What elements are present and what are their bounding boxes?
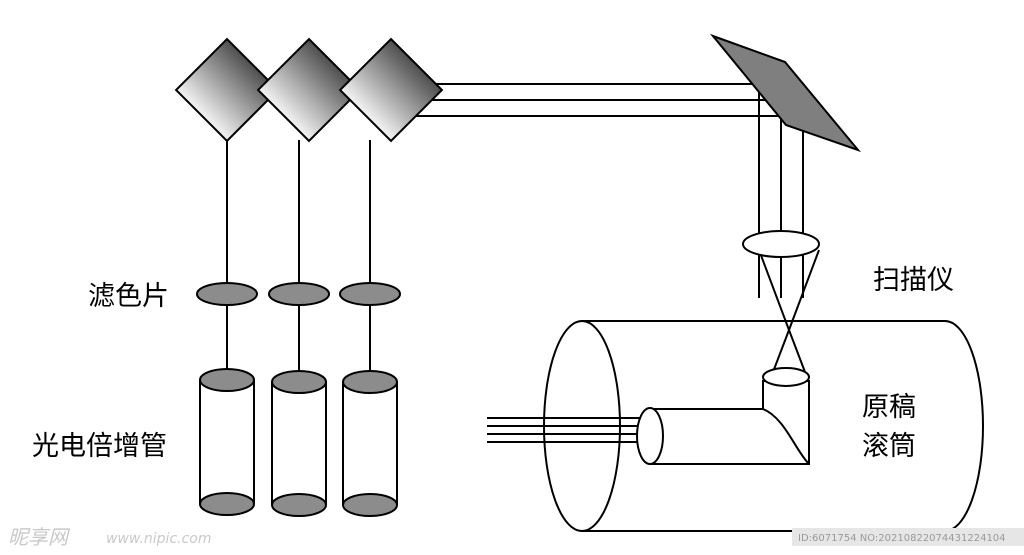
fiber-bundle [487,417,650,443]
color-filter-3 [339,282,401,306]
pmt-2 [271,370,327,517]
watermark-brand: 昵享网 [8,525,71,549]
pmt-3 [342,370,398,517]
scanning-head [636,367,810,465]
dichroic-mirror-3 [338,37,444,143]
pmt-1 [199,368,255,516]
photomultiplier-tubes [199,368,398,517]
light-beams [405,83,820,373]
dichroic-mirrors [174,37,444,143]
dichroic-mirror-1 [174,37,280,143]
label-color-filter: 滤色片 [88,281,169,312]
focusing-lens [742,230,820,258]
label-original-drum-line2: 滚筒 [862,431,916,462]
scanner-mirror [709,33,862,153]
color-filter-1 [196,282,258,306]
watermark-url: www.nipic.com [106,531,212,547]
dichroic-mirror-2 [256,37,362,143]
vertical-beams [226,140,371,372]
color-filters [196,282,401,306]
label-scanner: 扫描仪 [873,265,954,296]
watermark: 昵享网 www.nipic.com ID:6071754 NO:20210822… [8,525,1024,549]
watermark-id-bar [792,528,1024,546]
watermark-id: ID:6071754 NO:20210822074431224104 [798,533,1006,544]
label-original-drum-line1: 原稿 [862,392,916,423]
color-filter-2 [268,282,330,306]
label-photomultiplier-tube: 光电倍增管 [32,431,167,462]
